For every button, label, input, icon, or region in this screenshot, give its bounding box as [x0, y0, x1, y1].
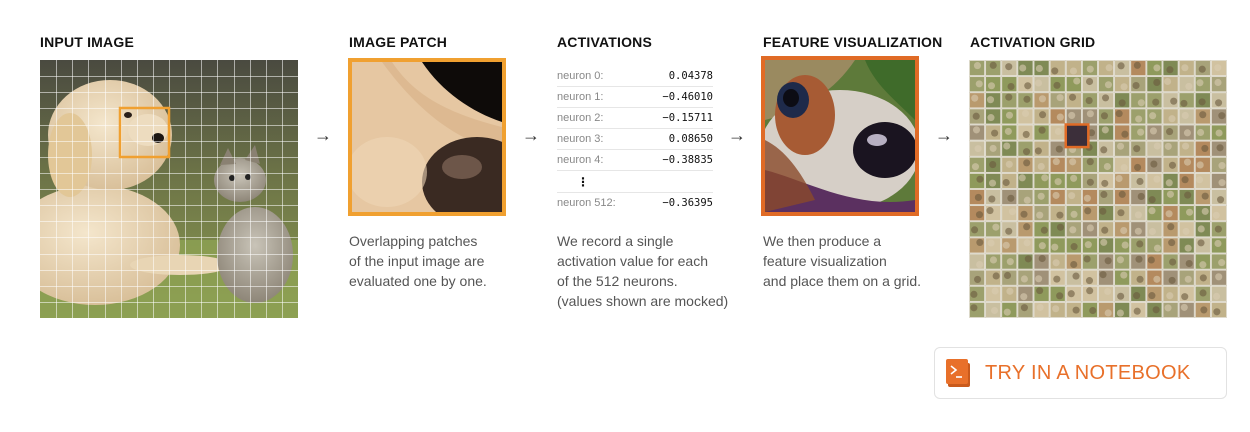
neuron-label: neuron 4:: [557, 154, 604, 166]
activation-value: 0.04378: [668, 70, 713, 82]
activation-value: −0.36395: [662, 197, 713, 209]
patch-caption: Overlapping patches of the input image a…: [349, 231, 487, 291]
neuron-label: neuron 3:: [557, 133, 604, 145]
activation-row: neuron 512: −0.36395: [557, 193, 713, 214]
activations-title: ACTIVATIONS: [557, 34, 653, 50]
activation-row: neuron 1: −0.46010: [557, 87, 713, 108]
caption-line: We record a single: [557, 233, 674, 249]
activation-row: neuron 2: −0.15711: [557, 108, 713, 129]
activation-value: −0.38835: [662, 154, 713, 166]
activation-row: neuron 4: −0.38835: [557, 150, 713, 171]
activation-value: 0.08650: [668, 133, 713, 145]
caption-line: evaluated one by one.: [349, 273, 487, 289]
try-in-notebook-button[interactable]: TRY IN A NOTEBOOK: [934, 347, 1227, 399]
caption-line: and place them on a grid.: [763, 273, 921, 289]
activation-row: neuron 0: 0.04378: [557, 66, 713, 87]
vertical-ellipsis: ⋮: [557, 171, 713, 193]
arrow-icon: →: [314, 125, 332, 145]
caption-line: of the input image are: [349, 253, 485, 269]
input-image-title: INPUT IMAGE: [40, 34, 134, 50]
button-label: TRY IN A NOTEBOOK: [985, 361, 1191, 384]
neuron-label: neuron 0:: [557, 70, 604, 82]
activation-grid-image: [969, 60, 1227, 318]
terminal-icon: [946, 359, 970, 387]
input-image: [40, 60, 298, 318]
patch-highlight-box: [118, 106, 171, 159]
caption-line: We then produce a: [763, 233, 882, 249]
activation-value: −0.46010: [662, 91, 713, 103]
caption-line: Overlapping patches: [349, 233, 478, 249]
caption-line: activation value for each: [557, 253, 708, 269]
activation-value: −0.15711: [662, 112, 713, 124]
arrow-icon: →: [522, 125, 540, 145]
activations-caption: We record a single activation value for …: [557, 231, 728, 311]
neuron-label: neuron 512:: [557, 197, 616, 209]
arrow-icon: →: [728, 125, 746, 145]
activation-grid-title: ACTIVATION GRID: [970, 34, 1096, 50]
highlighted-grid-cell: [1064, 123, 1090, 149]
feature-caption: We then produce a feature visualization …: [763, 231, 921, 291]
arrow-icon: →: [935, 125, 953, 145]
caption-line: (values shown are mocked): [557, 293, 729, 309]
image-patch-title: IMAGE PATCH: [349, 34, 448, 50]
feature-visualization-title: FEATURE VISUALIZATION: [763, 34, 943, 50]
neuron-label: neuron 1:: [557, 91, 604, 103]
feature-visualization: [761, 56, 919, 216]
activation-row: neuron 3: 0.08650: [557, 129, 713, 150]
activations-table: neuron 0: 0.04378 neuron 1: −0.46010 neu…: [557, 66, 713, 214]
neuron-label: neuron 2:: [557, 112, 604, 124]
image-patch: [348, 58, 506, 216]
caption-line: of the 512 neurons.: [557, 273, 678, 289]
caption-line: feature visualization: [763, 253, 887, 269]
